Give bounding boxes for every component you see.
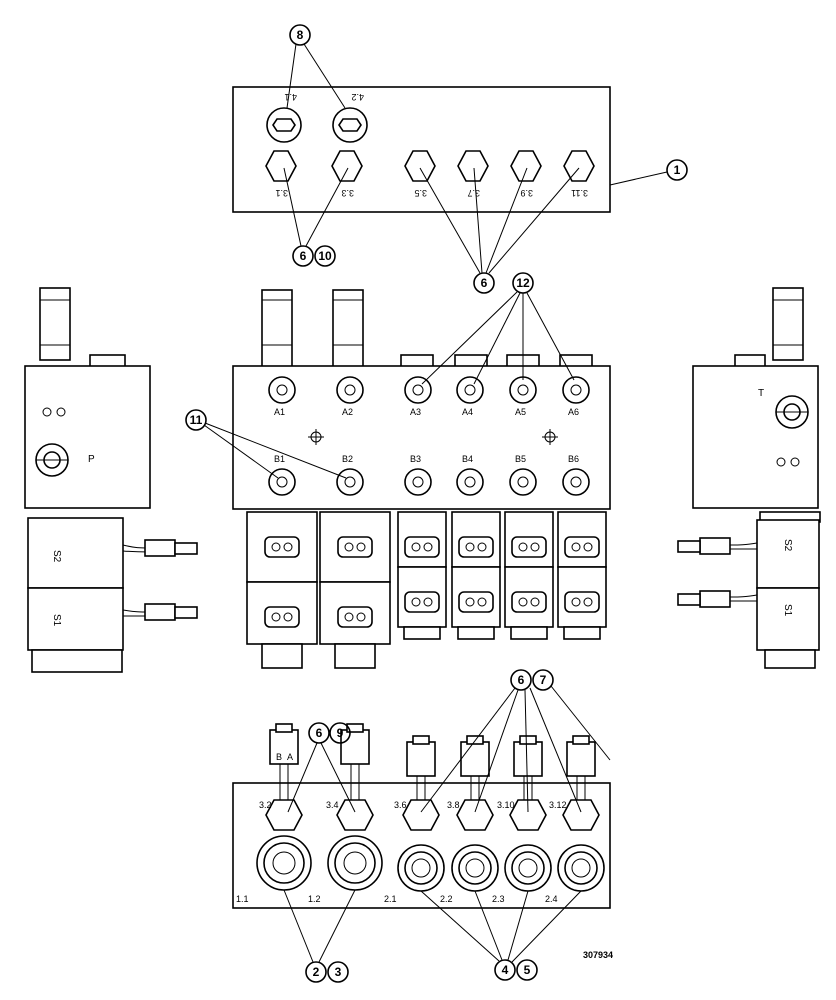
center-valve-block: A1 A2 A3 A4 A5 A6 B1 B2 B3 B4 B5 B6 bbox=[232, 289, 611, 669]
svg-text:12: 12 bbox=[516, 276, 530, 290]
svg-text:1: 1 bbox=[674, 163, 681, 177]
solenoid-label-s1-left: S1 bbox=[51, 614, 62, 627]
svg-text:6: 6 bbox=[300, 249, 307, 263]
port-label-3-10: 3.10 bbox=[497, 800, 515, 810]
svg-text:9: 9 bbox=[337, 726, 344, 740]
svg-text:7: 7 bbox=[540, 673, 547, 687]
svg-text:5: 5 bbox=[524, 963, 531, 977]
port-label-2-4: 2.4 bbox=[545, 894, 558, 904]
port-label-b4: B4 bbox=[462, 454, 473, 464]
svg-text:8: 8 bbox=[297, 28, 304, 42]
port-label-1-1: 1.1 bbox=[236, 894, 249, 904]
bottom-manifold-block: B A 3.2 3.4 3.6 3.8 3.10 3.12 1.1 1.2 2.… bbox=[232, 723, 611, 909]
port-label-2-3: 2.3 bbox=[492, 894, 505, 904]
port-label-a4: A4 bbox=[462, 407, 473, 417]
hex-plug-3-7 bbox=[457, 150, 489, 182]
callout-5: 5 bbox=[516, 959, 538, 981]
svg-text:10: 10 bbox=[318, 249, 332, 263]
port-label-t: T bbox=[758, 388, 764, 399]
svg-text:3: 3 bbox=[335, 965, 342, 979]
svg-text:4: 4 bbox=[502, 963, 509, 977]
port-label-3-11: 3.11 bbox=[571, 188, 588, 198]
port-label-3-8: 3.8 bbox=[447, 800, 460, 810]
port-label-3-5: 3.5 bbox=[414, 188, 427, 198]
port-label-3-3: 3.3 bbox=[341, 188, 354, 198]
port-label-p: P bbox=[88, 454, 95, 465]
callout-6-top-right: 6 bbox=[419, 167, 580, 294]
port-label-1-2: 1.2 bbox=[308, 894, 321, 904]
left-valve-assembly: P S2 S1 bbox=[24, 287, 198, 673]
port-label-b6: B6 bbox=[568, 454, 579, 464]
connector-pin-a: A bbox=[287, 752, 293, 762]
callout-4: 4 bbox=[420, 890, 582, 981]
hex-plug-3-11 bbox=[563, 150, 595, 182]
port-label-3-9: 3.9 bbox=[520, 188, 533, 198]
port-label-3-2: 3.2 bbox=[259, 800, 272, 810]
callout-6-top-left: 6 bbox=[283, 167, 349, 267]
port-label-b1: B1 bbox=[274, 454, 285, 464]
hex-plug-4-2 bbox=[332, 107, 368, 143]
port-label-b5: B5 bbox=[515, 454, 526, 464]
port-label-b3: B3 bbox=[410, 454, 421, 464]
svg-text:2: 2 bbox=[313, 965, 320, 979]
top-manifold-block: 4.1 4.2 3.1 3.3 3.5 3.7 3.9 3.11 bbox=[232, 86, 611, 213]
callout-12: 12 bbox=[421, 272, 575, 385]
drawing-number: 307934 bbox=[583, 950, 613, 960]
hex-plug-3-1 bbox=[265, 150, 297, 182]
port-label-a2: A2 bbox=[342, 407, 353, 417]
svg-text:11: 11 bbox=[190, 413, 203, 427]
callout-6-bottom-left: 6 bbox=[287, 722, 356, 813]
callout-9: 9 bbox=[329, 722, 351, 744]
port-label-a6: A6 bbox=[568, 407, 579, 417]
callout-6-bottom-right: 6 bbox=[420, 669, 582, 813]
port-label-4-1: 4.1 bbox=[284, 92, 297, 102]
hex-plug-3-3 bbox=[331, 150, 363, 182]
callout-8: 8 bbox=[286, 24, 346, 109]
svg-text:6: 6 bbox=[481, 276, 488, 290]
solenoid-label-s1-right: S1 bbox=[782, 604, 793, 617]
port-label-4-2: 4.2 bbox=[351, 92, 364, 102]
port-label-3-12: 3.12 bbox=[549, 800, 567, 810]
hex-plug-3-9 bbox=[510, 150, 542, 182]
port-label-b2: B2 bbox=[342, 454, 353, 464]
callout-10: 10 bbox=[314, 245, 336, 267]
port-label-2-2: 2.2 bbox=[440, 894, 453, 904]
port-label-3-1: 3.1 bbox=[275, 188, 288, 198]
port-label-3-7: 3.7 bbox=[467, 188, 480, 198]
callout-2: 2 bbox=[283, 889, 356, 983]
right-valve-assembly: T S2 S1 bbox=[677, 287, 821, 669]
port-label-a5: A5 bbox=[515, 407, 526, 417]
port-label-a1: A1 bbox=[274, 407, 285, 417]
callout-11: 11 bbox=[185, 409, 347, 479]
svg-text:6: 6 bbox=[518, 673, 525, 687]
callout-3: 3 bbox=[327, 961, 349, 983]
hex-plug-4-1 bbox=[266, 107, 302, 143]
callout-7: 7 bbox=[532, 669, 611, 761]
solenoid-label-s2-left: S2 bbox=[51, 550, 62, 563]
port-label-2-1: 2.1 bbox=[384, 894, 397, 904]
port-label-3-6: 3.6 bbox=[394, 800, 407, 810]
svg-text:6: 6 bbox=[316, 726, 323, 740]
solenoid-label-s2-right: S2 bbox=[782, 539, 793, 552]
callout-1: 1 bbox=[609, 159, 688, 186]
port-label-3-4: 3.4 bbox=[326, 800, 339, 810]
connector-pin-b: B bbox=[276, 752, 282, 762]
port-label-a3: A3 bbox=[410, 407, 421, 417]
